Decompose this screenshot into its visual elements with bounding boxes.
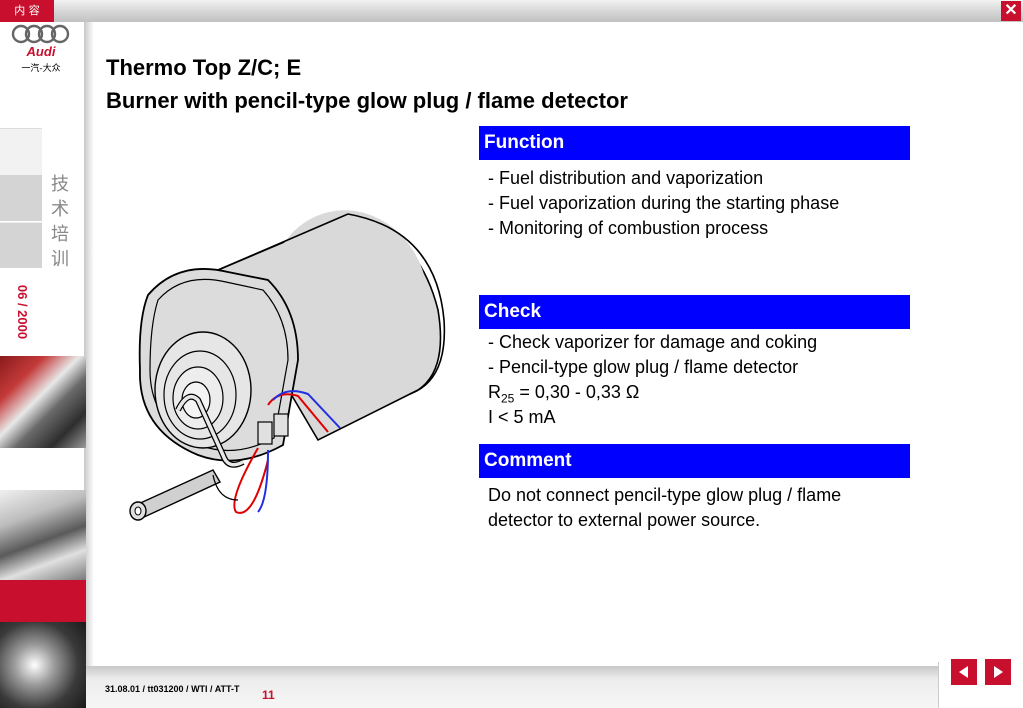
vertical-char: 训 — [51, 249, 69, 270]
comment-line: Do not connect pencil-type glow plug / f… — [488, 485, 842, 505]
next-page-button[interactable] — [985, 659, 1011, 685]
top-bar — [0, 0, 1023, 22]
audi-rings-icon — [11, 24, 70, 44]
date-box — [0, 268, 42, 356]
resistance-symbol: R — [488, 382, 501, 402]
sidebar-photo-engine — [0, 622, 86, 708]
page-subtitle: Burner with pencil-type glow plug / flam… — [106, 88, 628, 113]
sidebar-strip-gray-1 — [0, 175, 42, 221]
contents-button[interactable]: 内 容 — [0, 0, 54, 22]
current-line: I < 5 mA — [488, 407, 556, 427]
footer-reference: 31.08.01 / tt031200 / WTI / ATT-T — [105, 684, 240, 694]
page-number: 11 — [262, 688, 275, 702]
sidebar-shadow — [84, 22, 94, 708]
check-line: - Check vaporizer for damage and coking — [488, 332, 818, 352]
date-label: 06 / 2000 — [15, 284, 30, 340]
arrow-right-icon — [994, 666, 1003, 678]
function-header: Function — [479, 126, 910, 160]
sidebar-photo-hands — [0, 490, 86, 580]
audi-wordmark: Audi — [26, 44, 56, 59]
sidebar-strip-gray-2 — [0, 222, 42, 269]
sidebar-photo-workshop — [0, 356, 86, 448]
function-line: - Monitoring of combustion process — [488, 218, 769, 238]
comment-body: Do not connect pencil-type glow plug / f… — [488, 483, 841, 533]
vertical-char: 培 — [51, 224, 69, 245]
footer-bar — [86, 666, 1023, 708]
check-line: - Pencil-type glow plug / flame detector — [488, 357, 799, 377]
page-title: Thermo Top Z/C; E — [106, 55, 302, 80]
arrow-left-icon — [959, 666, 968, 678]
comment-header: Comment — [479, 444, 910, 478]
function-line: - Fuel distribution and vaporization — [488, 168, 764, 188]
burner-illustration — [129, 210, 446, 521]
previous-page-button[interactable] — [951, 659, 977, 685]
check-header: Check — [479, 295, 910, 329]
resistance-subscript: 25 — [501, 391, 515, 406]
resistance-line: R25 = 0,30 - 0,33 Ω — [488, 380, 817, 406]
brand-subtitle: 一汽-大众 — [21, 64, 61, 74]
sidebar-red-block — [0, 580, 86, 622]
vertical-training-label: 技 术 培 训 — [48, 172, 72, 272]
resistance-value: = 0,30 - 0,33 Ω — [514, 382, 640, 402]
close-button[interactable]: ✕ — [1001, 1, 1021, 21]
sidebar-strip-light — [0, 128, 42, 175]
audi-logo: Audi 一汽-大众 — [10, 22, 72, 82]
comment-line: detector to external power source. — [488, 510, 761, 530]
function-body: - Fuel distribution and vaporization - F… — [488, 166, 839, 241]
function-line: - Fuel vaporization during the starting … — [488, 193, 840, 213]
check-body: - Check vaporizer for damage and coking … — [488, 330, 817, 430]
vertical-char: 技 — [51, 174, 69, 195]
vertical-char: 术 — [51, 199, 69, 220]
